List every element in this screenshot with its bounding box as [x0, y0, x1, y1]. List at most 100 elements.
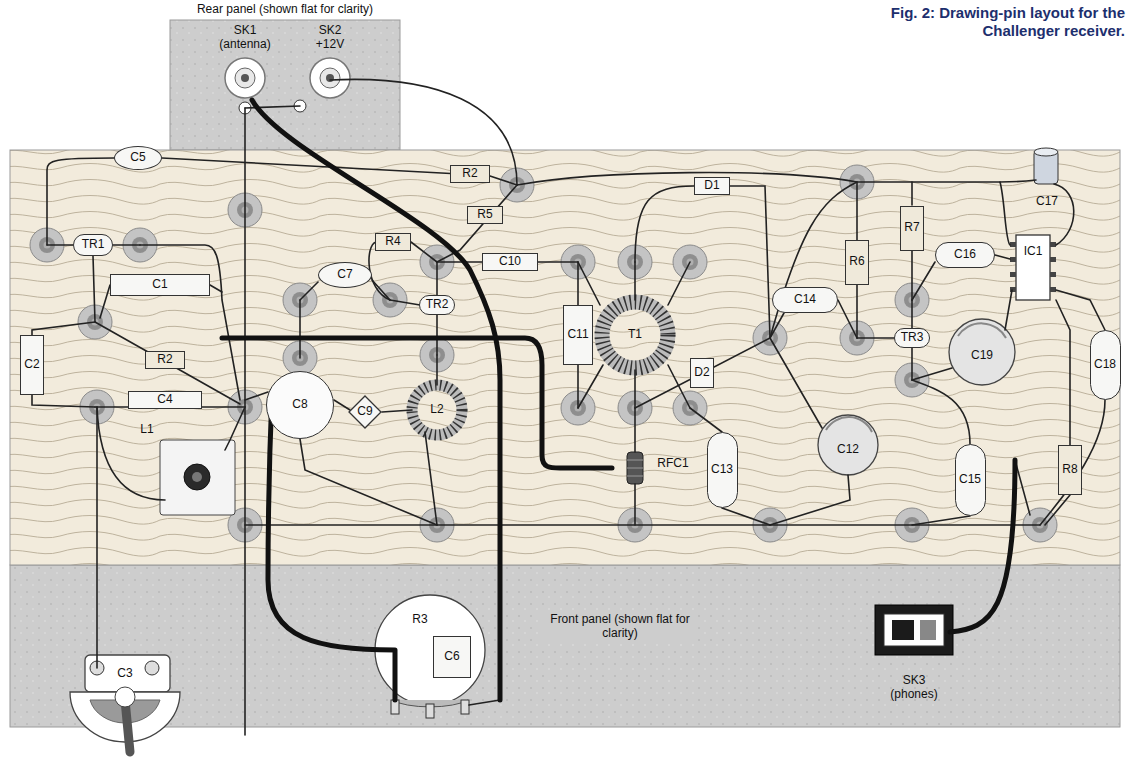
board-parts	[160, 148, 1058, 515]
front-panel-parts	[70, 595, 953, 752]
wires-part	[1056, 300, 1070, 445]
wires-part	[100, 285, 110, 318]
component-label: D2	[694, 366, 709, 380]
component-label: C5	[130, 151, 145, 165]
board-parts-part	[602, 302, 668, 368]
capacitor-body: C15	[955, 444, 986, 516]
component-label: C14	[794, 293, 816, 307]
panels	[10, 20, 1120, 727]
board-parts-part	[160, 440, 235, 515]
wires-part	[995, 255, 1010, 259]
wires-part	[517, 173, 1010, 245]
wires-part	[668, 262, 690, 305]
capacitor-body: C4	[128, 391, 202, 409]
resistor-body: R7	[900, 206, 924, 251]
board-parts-part	[1050, 242, 1056, 247]
front-panel-parts-part	[461, 700, 469, 714]
trimmer-capacitor: C8	[266, 371, 334, 439]
panel-label: Rear panel (shown flat for clarity)	[197, 3, 373, 17]
figure-title: Fig. 2: Drawing-pin layout for the Chall…	[889, 4, 1125, 40]
board-parts-part	[1050, 287, 1056, 292]
wires-part	[436, 315, 438, 355]
board-parts-part	[412, 385, 462, 435]
capacitor-body: C14	[772, 287, 838, 313]
wires-part	[225, 407, 245, 450]
capacitor-body: C13	[707, 432, 738, 508]
part-label: RFC1	[657, 457, 688, 471]
component-label: TR1	[82, 238, 105, 252]
board-parts-part	[184, 464, 210, 490]
resistor-body: R8	[1058, 445, 1082, 495]
board-parts-part	[826, 417, 872, 432]
wires-part	[300, 282, 318, 300]
wires-part	[856, 285, 858, 338]
front-panel-parts-part	[875, 605, 953, 655]
board-parts-part	[192, 472, 202, 482]
component-label: C9	[357, 405, 372, 419]
wires-part	[245, 392, 268, 400]
wires-part	[490, 176, 517, 185]
board-parts-part	[1010, 242, 1016, 247]
wires-part	[912, 262, 935, 300]
component-label: R7	[904, 221, 919, 235]
wires-part	[770, 475, 850, 525]
board-parts-part	[627, 468, 643, 469]
capacitor-outline	[349, 396, 381, 428]
front-panel-parts-part	[892, 620, 914, 640]
wires-part	[47, 244, 73, 246]
front-panel: Front panel (shown flat for clarity)C6	[10, 565, 1120, 727]
panels-part	[170, 20, 400, 150]
wires-part	[210, 285, 222, 292]
front-panel-parts-part	[920, 620, 936, 640]
component-label: C13	[711, 463, 733, 477]
board-parts-part	[602, 302, 668, 368]
wires-part	[538, 261, 578, 263]
wires-part	[722, 508, 770, 525]
front-panel-parts-part	[426, 704, 434, 718]
part-label: L1	[140, 423, 153, 437]
wires-part	[578, 262, 600, 305]
wires-part	[96, 407, 98, 668]
component-label: C6	[444, 650, 459, 664]
diode-body: D1	[694, 177, 730, 195]
wires-part	[912, 516, 970, 525]
wires-part	[97, 407, 165, 500]
wires-part	[425, 432, 437, 525]
wires-part	[635, 186, 694, 262]
capacitor-body: C7	[318, 262, 372, 288]
resistor-body: R2	[450, 165, 490, 183]
component-label: TR2	[426, 298, 449, 312]
board-parts-part	[1010, 287, 1016, 292]
wires-part	[32, 322, 95, 336]
component-label: C4	[157, 393, 172, 407]
screened-cables-part	[252, 100, 500, 700]
wires-part	[668, 365, 690, 408]
component-label: D1	[704, 179, 719, 193]
wires-part	[334, 400, 350, 410]
drawing-pins	[30, 165, 1057, 542]
wires-part	[372, 280, 390, 300]
part-label: R3	[412, 613, 427, 627]
board-parts-part	[1016, 235, 1050, 300]
board-parts-part	[1050, 257, 1056, 262]
wires-part	[93, 256, 95, 322]
screened-cables	[222, 100, 1015, 700]
screened-cables-part	[268, 393, 395, 700]
part-label: C17	[1036, 195, 1058, 209]
board-parts-part	[1010, 272, 1016, 277]
resistor-body: R4	[375, 233, 411, 251]
component-label: C16	[954, 248, 976, 262]
board-parts-part	[1034, 148, 1058, 156]
component-label: R8	[1062, 463, 1077, 477]
wires-part	[300, 439, 437, 525]
wires-part	[1000, 180, 1036, 182]
wires-part	[32, 394, 95, 407]
board-parts-part	[412, 385, 462, 435]
part-label: IC1	[1024, 245, 1043, 259]
component-label: R4	[385, 235, 400, 249]
rear-sockets-part	[310, 58, 350, 98]
socket-label: SK3 (phones)	[886, 674, 942, 702]
wires-part	[578, 365, 603, 408]
wires-part	[634, 370, 636, 408]
